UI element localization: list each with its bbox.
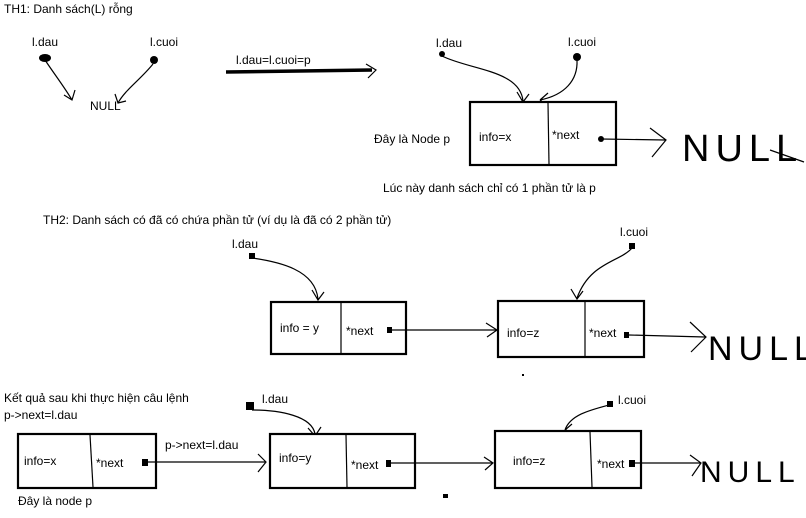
case1-assign-arrow-line — [225, 68, 373, 74]
case1-l-cuoi-arrow — [114, 63, 154, 104]
case3-node-y-next: *next — [351, 458, 379, 472]
case3-node-z — [493, 429, 643, 490]
case1-l-dau-dot — [39, 54, 51, 62]
case1-l-dau-arrow — [44, 59, 76, 101]
case3-link-p-y — [148, 453, 267, 473]
case3-node-y-info: info=y — [279, 451, 311, 465]
case2-next-null-arrow — [628, 321, 707, 353]
case2-l-cuoi-label: l.cuoi — [620, 225, 648, 239]
case1-l-cuoi-dot — [150, 56, 158, 64]
case3-l-cuoi-label: l.cuoi — [618, 393, 646, 407]
case1-node-p-next: *next — [552, 128, 580, 142]
case1-next-arrow — [600, 127, 667, 158]
case1-l-cuoi-label: l.cuoi — [150, 35, 178, 49]
case2-l-cuoi-arrow — [570, 247, 633, 301]
case2-node-z — [496, 299, 646, 359]
case1-null-stroke — [769, 149, 805, 163]
case1-null-big: NULL — [682, 128, 803, 170]
case1-node-p — [468, 100, 618, 167]
case1-node-caption: Đây là Node p — [374, 132, 450, 146]
case2-l-dau-arrow — [251, 257, 325, 302]
case3-node-z-info: info=z — [513, 454, 545, 468]
case2-node-y-next-dot — [387, 327, 392, 333]
case3-next-null-arrow — [635, 454, 702, 477]
case2-node-z-next: *next — [589, 326, 617, 340]
case1-null-small: NULL — [90, 99, 121, 113]
case2-stray-dot — [522, 374, 524, 376]
case3-l-dau-arrow — [251, 409, 322, 437]
case1-l-cuoi-right-dot — [573, 53, 581, 61]
case3-link-y-z — [391, 456, 494, 471]
case3-node-p-next-dot — [142, 459, 148, 466]
case3-link-label: p->next=l.dau — [165, 438, 238, 452]
case3-result-line2: p->next=l.dau — [4, 408, 77, 422]
case3-l-dau-dot — [246, 402, 254, 410]
case3-null-big: NULL — [700, 456, 801, 489]
case2-l-cuoi-dot — [629, 243, 635, 249]
case2-node-z-next-dot — [624, 332, 629, 338]
case2-node-y-next: *next — [346, 324, 374, 338]
case2-node-y-info: info = y — [280, 321, 319, 335]
case1-title: TH1: Danh sách(L) rỗng — [4, 1, 133, 16]
case3-l-cuoi-arrow — [564, 404, 610, 434]
case3-node-p — [16, 432, 158, 490]
case3-node-z-next-dot — [629, 460, 635, 467]
case3-node-z-divider — [589, 431, 593, 488]
case1-l-dau-label: l.dau — [32, 35, 58, 49]
case1-l-dau-right-label: l.dau — [436, 36, 462, 50]
case3-result-line1: Kết quả sau khi thực hiện câu lệnh — [4, 391, 189, 405]
case2-node-y — [269, 300, 408, 356]
case1-node-p-info: info=x — [479, 130, 511, 144]
case2-l-dau-label: l.dau — [232, 237, 258, 251]
case3-node-p-next: *next — [96, 456, 124, 470]
case3-l-cuoi-dot — [607, 401, 613, 407]
case1-assign-label: l.dau=l.cuoi=p — [236, 53, 311, 67]
case3-node-p-info: info=x — [24, 454, 56, 468]
case2-l-dau-dot — [249, 253, 255, 259]
case1-node-p-divider — [547, 102, 550, 165]
case3-node-y-next-dot — [386, 460, 391, 467]
case1-summary: Lúc này danh sách chỉ có 1 phần tử là p — [383, 181, 596, 195]
case3-node-y-divider — [345, 434, 348, 488]
case1-assign-arrow-head — [365, 63, 377, 79]
case3-node-p-divider — [89, 434, 94, 488]
case1-l-dau-right-arrow — [441, 55, 530, 104]
case3-l-dau-label: l.dau — [262, 392, 288, 406]
case2-node-z-info: info=z — [507, 326, 539, 340]
case2-title: TH2: Danh sách có đã có chứa phần tử (ví… — [43, 213, 391, 227]
case3-node-z-next: *next — [597, 457, 625, 471]
case1-l-dau-right-dot — [439, 51, 445, 57]
case1-l-cuoi-right-label: l.cuoi — [568, 35, 596, 49]
case3-stray-dot — [443, 494, 448, 498]
case1-l-cuoi-right-arrow — [539, 59, 578, 107]
case2-link-y-z — [392, 322, 499, 338]
case2-null-big: NULL — [708, 330, 806, 368]
case3-nodep-caption: Đây là node p — [18, 494, 92, 508]
